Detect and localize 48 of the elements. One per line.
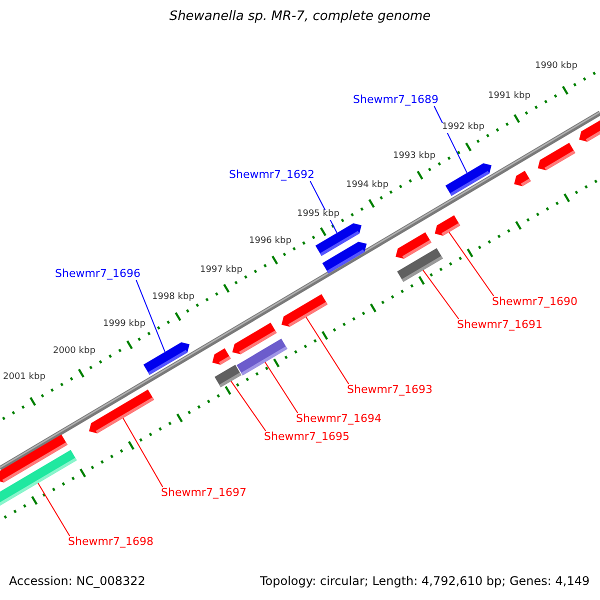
gene-label: Shewmr7_1691 [457,319,542,332]
gene-feature [579,119,600,142]
gene-feature [214,364,242,388]
leader-line [264,362,298,414]
gene-label: Shewmr7_1689 [353,94,438,106]
scale-label: 1992 kbp [442,123,484,133]
gene-label: Shewmr7_1696 [55,268,140,280]
gene-feature [396,232,432,259]
gene-feature [445,163,492,196]
gene-feature [143,342,190,375]
scale-label: 1996 kbp [249,237,292,247]
gene-feature [282,294,328,327]
scale-label: 1997 kbp [200,266,242,276]
gene-label: Shewmr7_1690 [492,296,578,308]
leader-line [448,232,494,296]
scale-label: 1990 kbp [535,62,578,72]
gene-label: Shewmr7_1697 [161,487,246,500]
leader-line [422,270,460,320]
leader-line [230,380,266,432]
gene-label: Shewmr7_1695 [264,431,350,444]
scale-label: 1991 kbp [488,92,530,102]
gene-feature [514,170,531,186]
gene-feature [538,142,576,170]
gene-feature [89,390,154,434]
title: Shewanella sp. MR-7, complete genome [168,10,432,24]
gene-feature [236,338,288,376]
scale-label: 1993 kbp [393,152,436,162]
gene-label: Shewmr7_1693 [347,384,432,396]
gene-feature [434,215,460,236]
accession-text: Accession: NC_008322 [9,575,146,588]
scale-label: 2000 kbp [53,347,96,357]
gene-feature [212,348,231,365]
scale-label: 1999 kbp [103,320,146,330]
leader-line [136,280,166,352]
scale-label: 1994 kbp [346,181,388,191]
leader-line [38,482,70,536]
gene-label: Shewmr7_1698 [68,536,154,548]
scale-label: 2001 kbp [3,373,46,383]
genome-info-text: Topology: circular; Length: 4,792,610 bp; Genes: 4,149 [260,575,590,588]
gene-feature [0,450,77,506]
leader-line [122,418,164,488]
scale-label: 1995 kbp [297,210,340,220]
gene-feature [397,248,443,282]
gene-label: Shewmr7_1692 [229,169,314,182]
gene-label: Shewmr7_1694 [296,413,382,426]
scale-label: 1998 kbp [152,293,194,303]
gene-feature [322,242,367,274]
leader-line [306,316,350,384]
